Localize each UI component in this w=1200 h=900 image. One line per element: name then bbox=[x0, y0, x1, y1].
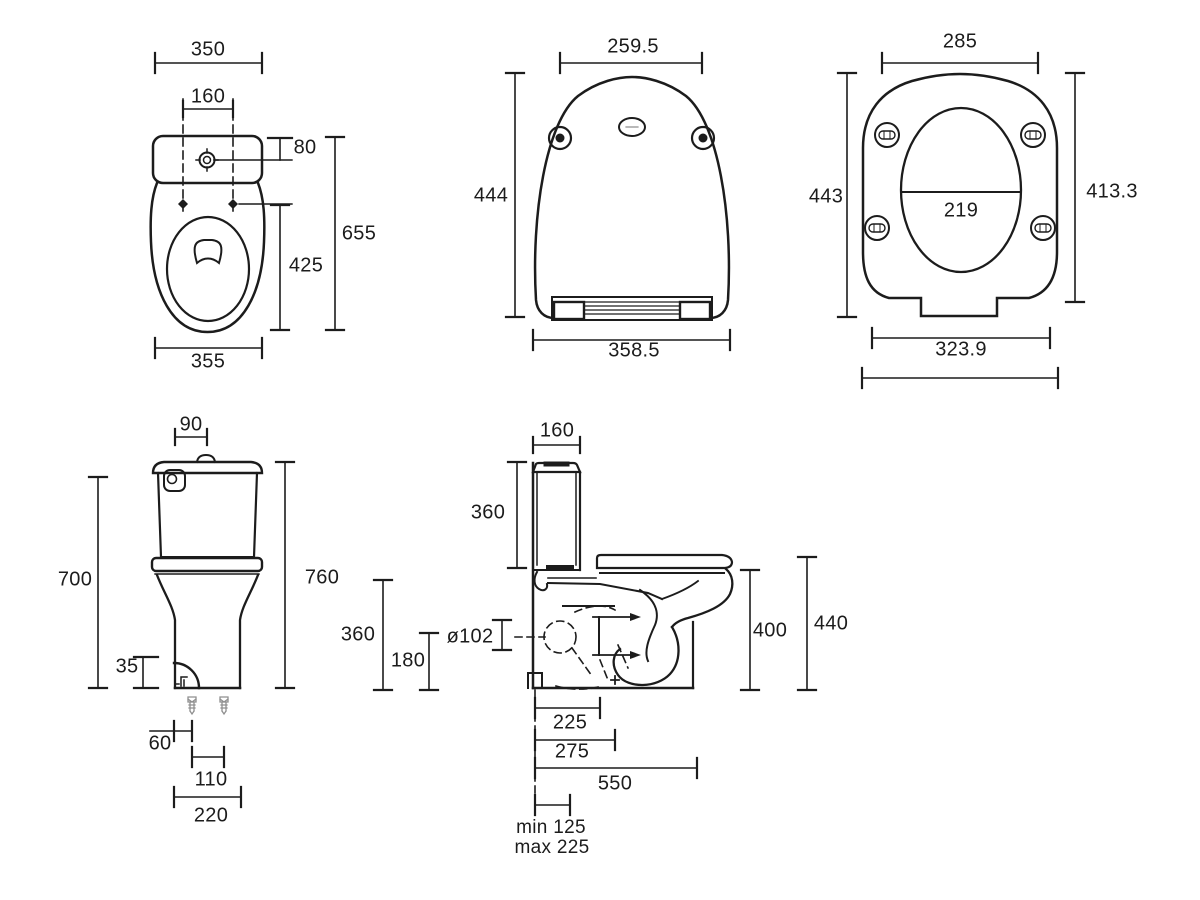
dim-label: 444 bbox=[473, 184, 509, 207]
dim-label: 90 bbox=[179, 413, 203, 436]
dim-label: 225 bbox=[552, 711, 588, 734]
dim-label: 443 bbox=[808, 185, 844, 208]
flush-button bbox=[195, 453, 217, 464]
dim-label: 259.5 bbox=[607, 35, 659, 58]
fixing-screw-icon bbox=[187, 696, 229, 716]
dim-label: 700 bbox=[57, 568, 93, 591]
dim-label: 413.3 bbox=[1086, 180, 1138, 203]
lid-buffer-icon bbox=[547, 125, 573, 151]
outlet-arc-detail bbox=[172, 661, 201, 690]
hidden-trapway-lines bbox=[514, 605, 630, 809]
dim-label: 655 bbox=[341, 222, 377, 245]
dim-label: 220 bbox=[193, 804, 229, 827]
view-lid-plan bbox=[504, 51, 732, 352]
seat-buffer-icon bbox=[864, 122, 1056, 241]
flush-elbow-detail bbox=[533, 570, 549, 592]
brand-logo-oval bbox=[618, 117, 646, 137]
view-wc-plan bbox=[149, 51, 346, 360]
dim-label: 160 bbox=[539, 419, 575, 442]
dim-label: 440 bbox=[813, 612, 849, 635]
dim-label: 360 bbox=[470, 501, 506, 524]
dim-label: 360 bbox=[340, 623, 376, 646]
dim-label: max 225 bbox=[514, 837, 590, 858]
lid-buffer-icon bbox=[690, 125, 716, 151]
dim-label: 323.9 bbox=[935, 338, 987, 361]
dim-label: 275 bbox=[554, 740, 590, 763]
cistern-lock-detail bbox=[163, 469, 186, 492]
outlet-arrow-marker bbox=[630, 613, 641, 659]
fixing-point-marker bbox=[228, 199, 238, 209]
dim-label: 180 bbox=[390, 649, 426, 672]
view-side-elevation bbox=[372, 435, 818, 817]
view-seat-ring-plan bbox=[836, 51, 1086, 390]
dim-label: 110 bbox=[194, 768, 228, 791]
dim-label: min 125 bbox=[516, 817, 586, 838]
seat-lid-profile bbox=[595, 553, 734, 570]
dim-label: 285 bbox=[942, 30, 978, 53]
dim-label: 355 bbox=[190, 350, 226, 373]
dim-label: 350 bbox=[190, 38, 226, 61]
dim-label: 425 bbox=[288, 254, 324, 277]
dim-label: 760 bbox=[304, 566, 340, 589]
dim-label: 358.5 bbox=[608, 339, 660, 362]
fixing-point-marker bbox=[178, 199, 188, 209]
dim-label: 35 bbox=[115, 655, 139, 678]
flush-outlet-shape bbox=[193, 239, 223, 265]
dim-label: 400 bbox=[752, 619, 788, 642]
inlet-hole-icon bbox=[198, 151, 216, 169]
view-front-elevation bbox=[87, 427, 296, 809]
dim-label: 219 bbox=[943, 199, 979, 222]
dim-label: 160 bbox=[190, 85, 226, 108]
dim-label: ø102 bbox=[446, 625, 494, 648]
dim-label: 60 bbox=[148, 732, 172, 755]
dim-label: 550 bbox=[597, 772, 633, 795]
hidden-centre-lines bbox=[182, 98, 234, 213]
dim-label: 80 bbox=[293, 136, 317, 159]
